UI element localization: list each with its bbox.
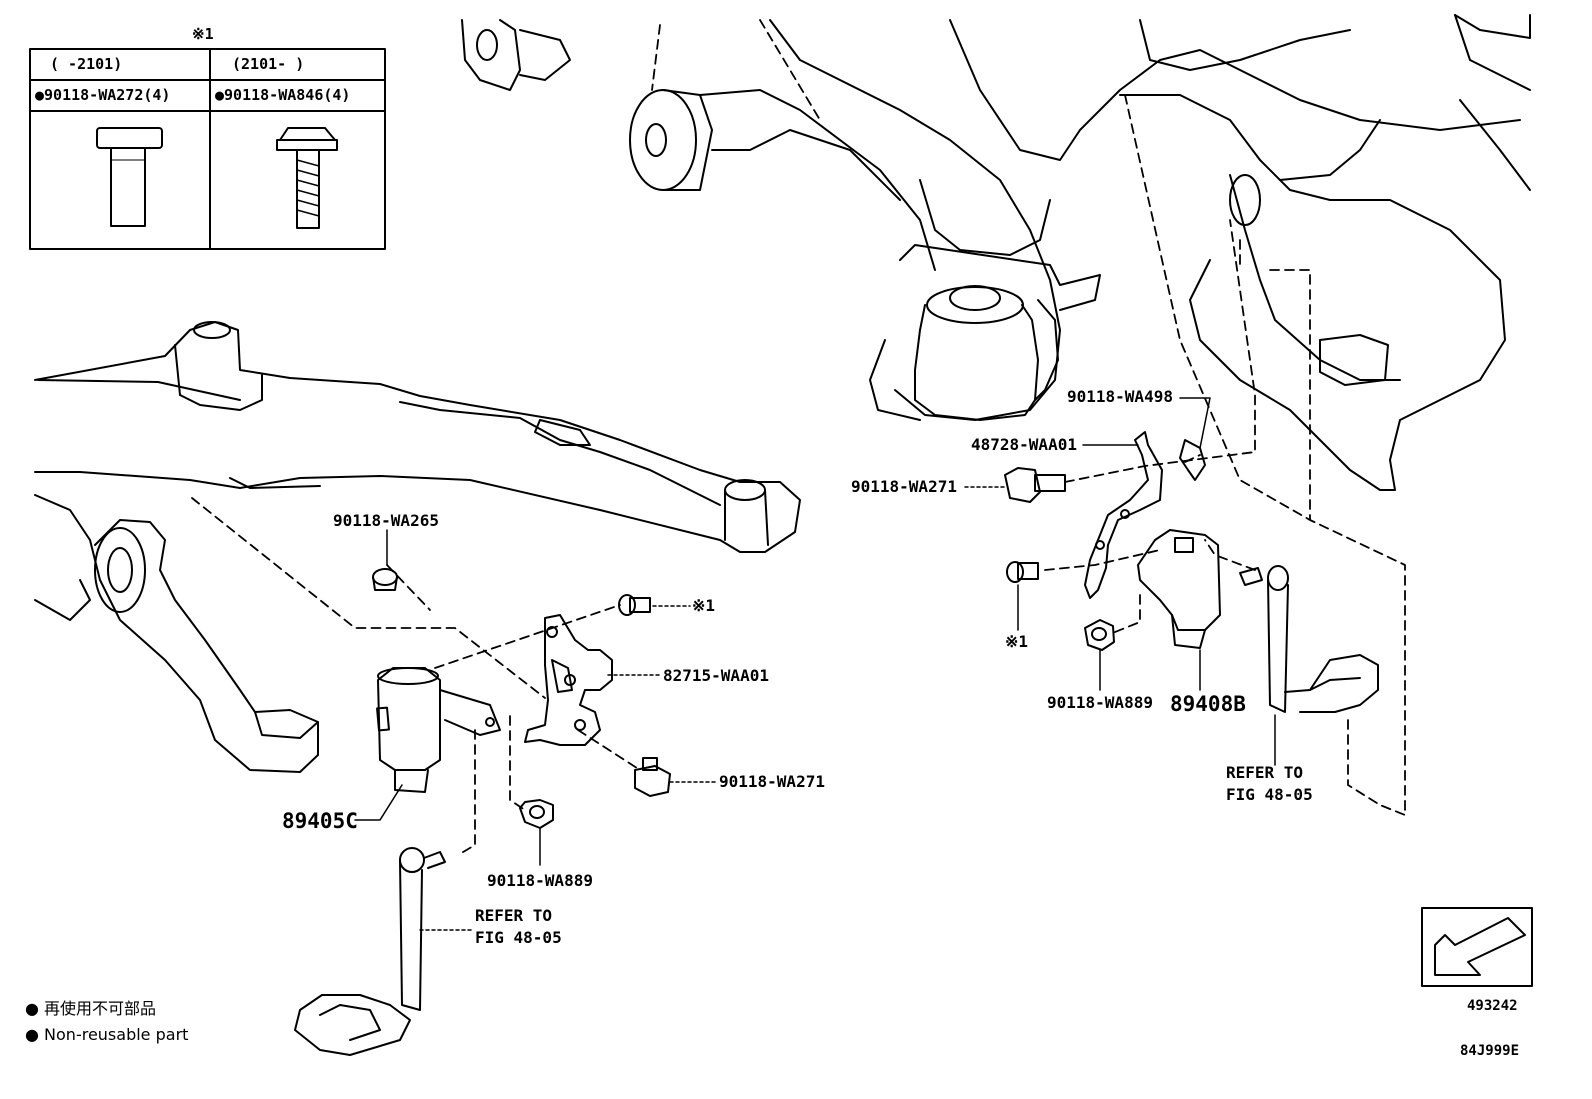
bracket-48728-waa01: [1084, 431, 1163, 599]
bolt-90118-wa271-right-icon: [1004, 467, 1066, 503]
front-subframe-right: [769, 14, 1531, 491]
front-direction-arrow-icon: [1421, 907, 1533, 987]
height-sensor-89405c: [376, 667, 501, 793]
bolt-90118-wa271-left-icon: [634, 757, 671, 797]
label-refer-left-1: REFER TO: [475, 906, 553, 925]
leader-dashes: [191, 19, 1406, 856]
nut-90118-wa889-right-icon: [1084, 619, 1115, 651]
label-90118-wa271-right: 90118-WA271: [851, 477, 957, 496]
diagram-code: 84J999E: [1460, 1043, 1520, 1059]
label-90118-wa889-left: 90118-WA889: [487, 871, 593, 890]
front-subframe-left: [34, 321, 801, 553]
nut-90118-wa889-left-icon: [519, 799, 554, 829]
table-note-mark: ※1: [192, 25, 214, 43]
legend-en: ● Non-reusable part: [25, 1025, 189, 1044]
table-col1-part: ●90118-WA272(4): [35, 86, 171, 104]
bolt-note1-left-icon: [618, 594, 651, 616]
label-89408b: 89408B: [1170, 692, 1246, 716]
bolt-note1-right-icon: [1006, 561, 1039, 583]
label-90118-wa889-right: 90118-WA889: [1047, 693, 1153, 712]
bolt-variant-table: [29, 48, 386, 250]
label-note1-left: ※1: [692, 596, 716, 615]
bracket-82715-waa01: [524, 614, 613, 746]
table-col2-part: ●90118-WA846(4): [215, 86, 351, 104]
upper-arm-bushing: [461, 19, 936, 271]
label-82715-waa01: 82715-WAA01: [663, 666, 769, 685]
label-90118-wa271-left: 90118-WA271: [719, 772, 825, 791]
label-refer-left-2: FIG 48-05: [475, 928, 562, 947]
leader-lines: [354, 397, 1276, 931]
label-refer-right-2: FIG 48-05: [1226, 785, 1313, 804]
label-48728-waa01: 48728-WAA01: [971, 435, 1077, 454]
table-col1-range: ( -2101): [50, 55, 123, 73]
figure-number: 493242: [1467, 998, 1518, 1014]
label-89405c: 89405C: [282, 809, 358, 833]
label-90118-wa498: 90118-WA498: [1067, 387, 1173, 406]
label-note1-right: ※1: [1005, 632, 1029, 651]
subframe-bushing: [869, 179, 1059, 421]
height-sensor-89408b: [1137, 529, 1221, 649]
bolt-90118-wa272-icon: [96, 127, 163, 227]
link-rod-right: [1239, 565, 1379, 713]
label-refer-right-1: REFER TO: [1226, 763, 1304, 782]
link-rod-left: [294, 847, 446, 1056]
table-col2-range: (2101- ): [232, 55, 305, 73]
lower-control-arm: [34, 494, 319, 773]
bolt-90118-wa846-icon: [276, 127, 338, 229]
bolt-90118-wa265-icon: [372, 568, 398, 591]
legend-jp: ● 再使用不可部品: [25, 999, 157, 1018]
label-90118-wa265: 90118-WA265: [333, 511, 439, 530]
